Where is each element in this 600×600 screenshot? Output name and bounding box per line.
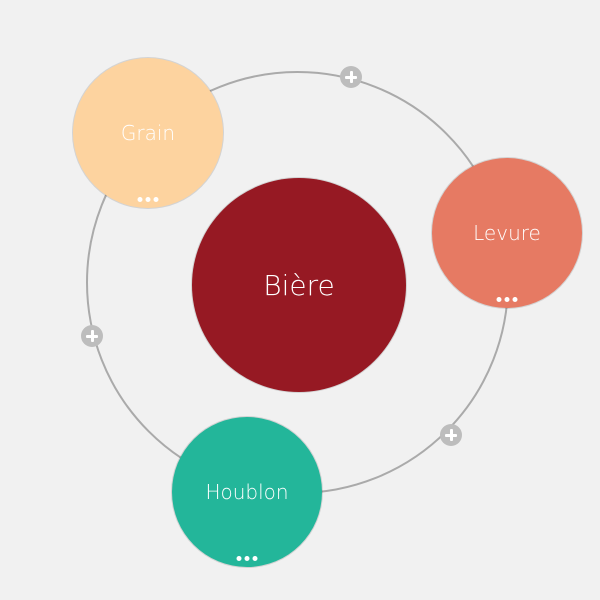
more-horizontal-icon[interactable] bbox=[236, 556, 258, 561]
node-houblon[interactable]: Houblon bbox=[172, 417, 322, 567]
node-levure[interactable]: Levure bbox=[432, 158, 582, 308]
node-label: Grain bbox=[120, 121, 176, 145]
add-node-button-bottom-right[interactable] bbox=[440, 424, 462, 446]
node-label: Houblon bbox=[205, 480, 289, 504]
more-horizontal-icon[interactable] bbox=[137, 197, 159, 202]
center-node-biere[interactable]: Bière bbox=[192, 178, 406, 392]
add-node-button-top[interactable] bbox=[340, 66, 362, 88]
more-horizontal-icon[interactable] bbox=[496, 297, 518, 302]
node-label: Levure bbox=[473, 221, 541, 245]
center-node-label: Bière bbox=[263, 268, 335, 302]
node-grain[interactable]: Grain bbox=[73, 58, 223, 208]
add-node-button-left[interactable] bbox=[81, 325, 103, 347]
